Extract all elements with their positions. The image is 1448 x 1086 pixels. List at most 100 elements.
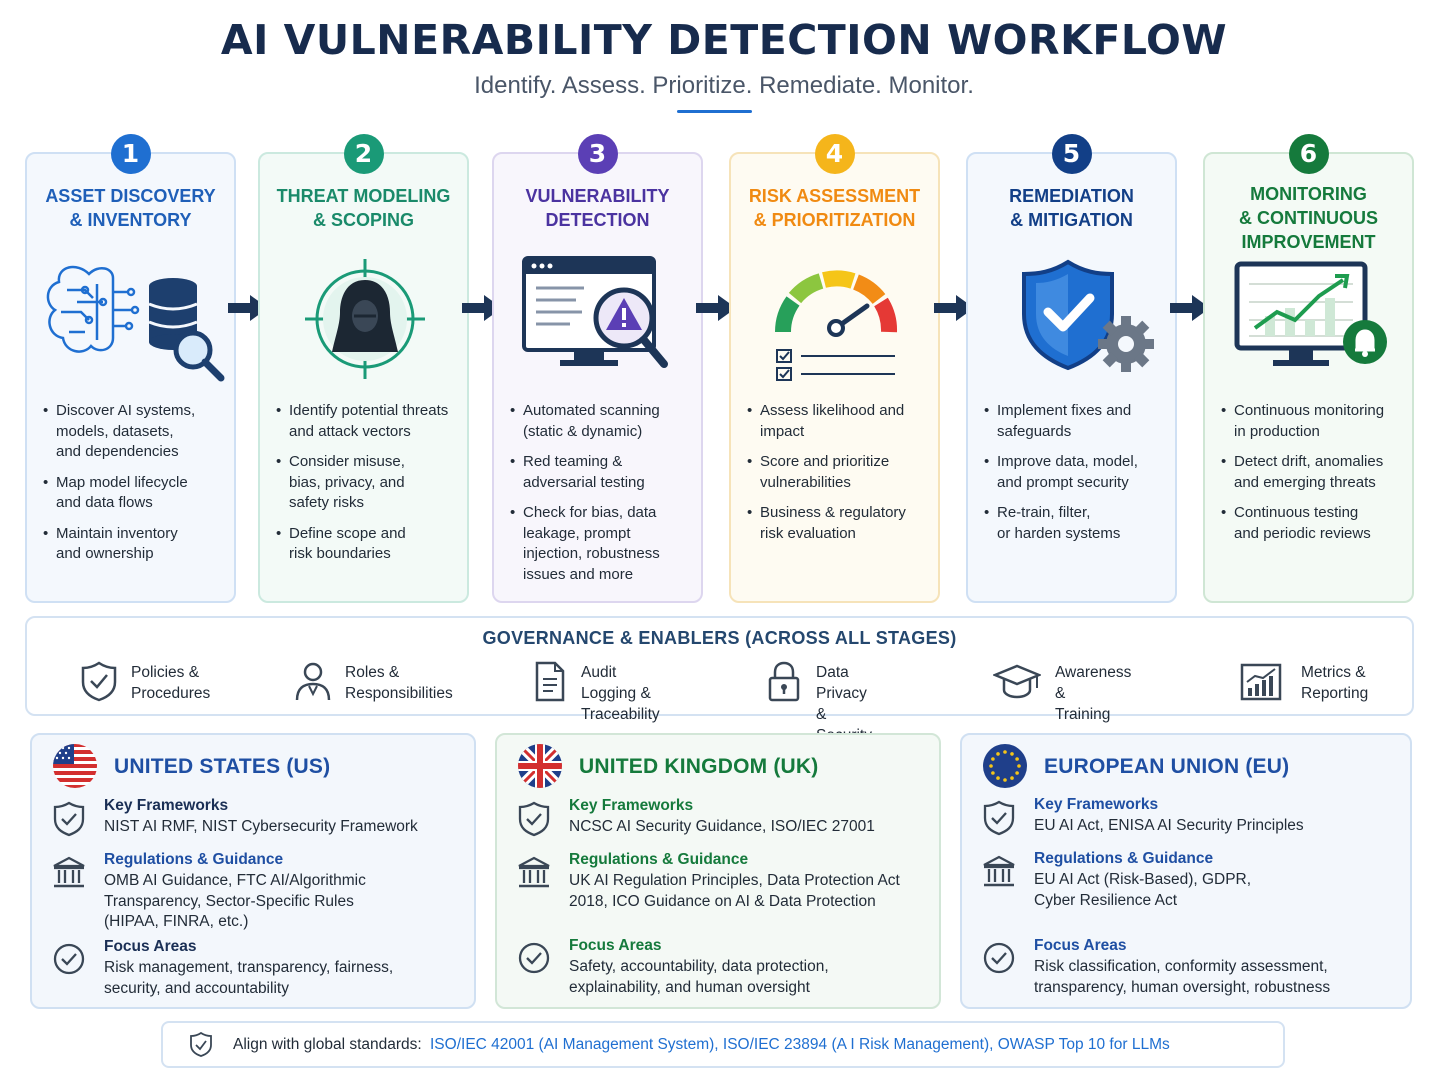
- region-title: UNITED STATES (US): [114, 755, 331, 778]
- stage-bullet: Detect drift, anomalies and emerging thr…: [1221, 452, 1404, 493]
- shield-check-icon: [81, 661, 117, 702]
- us-flag-icon: [53, 744, 97, 788]
- eu-flag-icon: [983, 744, 1027, 788]
- bar-chart-icon: [1240, 663, 1282, 701]
- region-title: EUROPEAN UNION (EU): [1044, 755, 1290, 778]
- stage-title: RISK ASSESSMENT & PRIORITIZATION: [748, 186, 921, 230]
- region-row-heading: Regulations & Guidance: [104, 851, 284, 868]
- arrow-right-icon: [1170, 295, 1210, 321]
- region-row-text: EU AI Act, ENISA AI Security Principles: [1034, 817, 1304, 834]
- region-row-heading: Focus Areas: [104, 938, 197, 955]
- stage-number-badge: 2: [343, 134, 384, 174]
- region-row-text: Risk management, transparency, fairness,…: [104, 959, 394, 997]
- stage-title: REMEDIATION & MITIGATION: [1009, 186, 1134, 230]
- stage-card-threat-modeling: 2 THREAT MODELING & SCOPING Identify pot…: [258, 134, 469, 603]
- stage-bullet: Check for bias, data leakage, prompt inj…: [510, 503, 693, 585]
- governance-panel: GOVERNANCE & ENABLERS (ACROSS ALL STAGES…: [25, 616, 1414, 744]
- stage-card-remediation: 5 REMEDIATION & MITIGATION Implement fix…: [966, 134, 1177, 603]
- stage-title: ASSET DISCOVERY & INVENTORY: [45, 186, 216, 230]
- shield-check-icon: [53, 801, 85, 837]
- brain-database-search-icon: [46, 265, 225, 382]
- stage-bullet: Score and prioritize vulnerabilities: [747, 452, 930, 493]
- document-icon: [535, 661, 565, 702]
- title-underline: [677, 110, 752, 113]
- stage-number-badge: 4: [814, 134, 855, 174]
- government-building-icon: [53, 856, 85, 888]
- stage-bullet: Identify potential threats and attack ve…: [276, 401, 459, 442]
- check-circle-icon: [983, 942, 1015, 974]
- region-row-heading: Regulations & Guidance: [569, 851, 749, 868]
- graduation-cap-icon: [993, 664, 1041, 699]
- stage-bullet: Continuous monitoring in production: [1221, 401, 1404, 442]
- hacker-target-icon: [305, 259, 425, 379]
- browser-warning-magnifier-icon: [522, 256, 668, 368]
- region-row-text: Risk classification, conformity assessme…: [1034, 958, 1331, 996]
- shield-check-icon: [983, 800, 1015, 836]
- government-building-icon: [983, 855, 1015, 887]
- region-card-uk: UNITED KINGDOM (UK) Key Frameworks NCSC …: [495, 733, 941, 1009]
- uk-flag-icon: [518, 744, 562, 788]
- governance-item-label: Audit Logging & Traceability: [581, 664, 660, 723]
- shield-check-icon: [518, 801, 550, 837]
- region-row-text: Safety, accountability, data protection,…: [569, 958, 829, 996]
- region-row-heading: Key Frameworks: [104, 797, 229, 814]
- governance-title: GOVERNANCE & ENABLERS (ACROSS ALL STAGES…: [482, 628, 957, 648]
- stage-card-monitoring: 6 MONITORING & CONTINUOUS IMPROVEMENT Co…: [1203, 134, 1414, 603]
- stage-card-asset-discovery: 1 ASSET DISCOVERY & INVENTORY Discover A…: [25, 134, 236, 603]
- government-building-icon: [518, 856, 550, 888]
- governance-item-label: Metrics & Reporting: [1301, 664, 1369, 702]
- region-row-heading: Key Frameworks: [1034, 796, 1159, 813]
- stage-bullet: Assess likelihood and impact: [747, 401, 930, 442]
- governance-item-label: Awareness & Training: [1055, 664, 1132, 723]
- governance-item-label: Roles & Responsibilities: [345, 664, 453, 702]
- stage-bullet: Business & regulatory risk evaluation: [747, 503, 930, 544]
- stage-bullet: Re-train, filter, or harden systems: [984, 503, 1167, 544]
- stage-bullet: Continuous testing and periodic reviews: [1221, 503, 1404, 544]
- governance-item-label: Policies & Procedures: [131, 664, 211, 702]
- region-row-text: UK AI Regulation Principles, Data Protec…: [569, 872, 900, 910]
- stage-title: VULNERABILITY DETECTION: [525, 186, 670, 230]
- region-title: UNITED KINGDOM (UK): [579, 755, 819, 778]
- region-row-heading: Regulations & Guidance: [1034, 850, 1214, 867]
- stage-card-risk-assessment: 4 RISK ASSESSMENT & PRIORITIZATION Asses…: [729, 134, 940, 603]
- check-circle-icon: [518, 942, 550, 974]
- stage-bullet: Red teaming & adversarial testing: [510, 452, 693, 493]
- region-row-heading: Focus Areas: [569, 937, 662, 954]
- stage-title: MONITORING & CONTINUOUS IMPROVEMENT: [1239, 184, 1378, 252]
- arrow-right-icon: [934, 295, 974, 321]
- region-row-text: OMB AI Guidance, FTC AI/Algorithmic Tran…: [104, 872, 366, 930]
- region-row-text: NCSC AI Security Guidance, ISO/IEC 27001: [569, 818, 875, 835]
- footer-standards: ISO/IEC 42001 (AI Management System), IS…: [430, 1036, 1170, 1053]
- shield-check-icon: [190, 1032, 212, 1057]
- stage-bullet: Maintain inventory and ownership: [43, 524, 226, 565]
- stage-bullet: Discover AI systems, models, datasets, a…: [43, 401, 226, 463]
- check-circle-icon: [53, 943, 85, 975]
- stage-card-vulnerability-detection: 3 VULNERABILITY DETECTION Automated scan…: [492, 134, 703, 603]
- shield-check-gear-icon: [1022, 259, 1154, 372]
- stage-number-badge: 3: [577, 134, 618, 174]
- standards-footer: Align with global standards: ISO/IEC 420…: [161, 1021, 1285, 1068]
- page-title: AI VULNERABILITY DETECTION WORKFLOW: [220, 16, 1228, 64]
- stage-number-badge: 6: [1288, 134, 1329, 174]
- risk-gauge-checklist-icon: [775, 270, 898, 381]
- stage-bullet: Define scope and risk boundaries: [276, 524, 459, 565]
- person-icon: [295, 662, 331, 701]
- region-row-text: EU AI Act (Risk-Based), GDPR, Cyber Resi…: [1034, 871, 1252, 909]
- footer-label: Align with global standards:: [233, 1036, 422, 1053]
- stage-title: THREAT MODELING & SCOPING: [276, 186, 451, 230]
- stage-bullet: Map model lifecycle and data flows: [43, 473, 226, 514]
- region-card-us: UNITED STATES (US) Key Frameworks NIST A…: [30, 733, 476, 1009]
- stage-bullet: Consider misuse, bias, privacy, and safe…: [276, 452, 459, 514]
- monitor-chart-bell-icon: [1234, 261, 1387, 366]
- stage-bullet: Implement fixes and safeguards: [984, 401, 1167, 442]
- stage-bullet: Automated scanning (static & dynamic): [510, 401, 693, 442]
- region-row-text: NIST AI RMF, NIST Cybersecurity Framewor…: [104, 818, 418, 835]
- arrow-right-icon: [696, 295, 736, 321]
- region-row-heading: Key Frameworks: [569, 797, 694, 814]
- stage-number-badge: 1: [110, 134, 151, 174]
- region-row-heading: Focus Areas: [1034, 937, 1127, 954]
- stage-number-badge: 5: [1051, 134, 1092, 174]
- stage-bullet: Improve data, model, and prompt security: [984, 452, 1167, 493]
- page-subtitle: Identify. Assess. Prioritize. Remediate.…: [474, 72, 974, 99]
- lock-icon: [768, 661, 800, 702]
